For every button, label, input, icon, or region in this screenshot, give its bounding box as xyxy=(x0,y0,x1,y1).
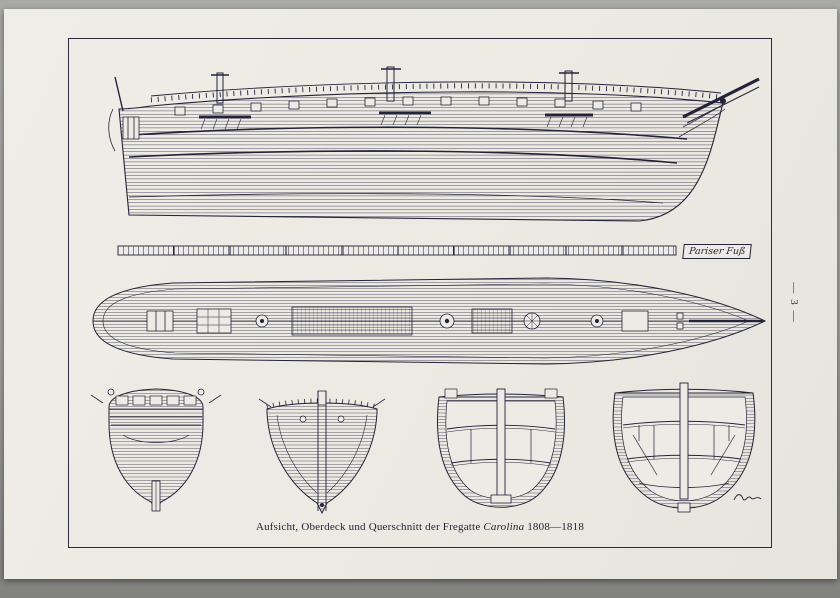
stem-post xyxy=(317,391,327,511)
scale-bar-ruler xyxy=(117,245,677,256)
caption-prefix: Aufsicht, Oberdeck und Querschnitt der F… xyxy=(255,521,484,533)
page-number-dash-top: — xyxy=(788,282,800,294)
caption-suffix: 1808—1818 xyxy=(524,521,585,533)
signature-mark xyxy=(733,494,762,501)
flagstaff xyxy=(114,76,124,112)
stern-gallery xyxy=(108,108,140,152)
page-number: — 3 — xyxy=(784,267,804,337)
midship-section-b-drawing xyxy=(612,382,756,513)
page-number-value: 3 xyxy=(788,299,800,305)
ship-profile-drawing xyxy=(108,66,760,222)
head-rails xyxy=(678,98,727,138)
plate-border-frame: Pariser Fuß xyxy=(68,38,772,548)
paper-sheet: — 3 — xyxy=(4,9,837,579)
stern-davits xyxy=(90,394,222,404)
deck-fittings xyxy=(146,306,763,336)
bow-hull-outline xyxy=(266,402,378,515)
scale-bar: Pariser Fuß xyxy=(117,243,753,259)
mast-b xyxy=(679,382,689,500)
gunport-row xyxy=(174,96,642,116)
plate-caption: Aufsicht, Oberdeck und Querschnitt der F… xyxy=(69,521,771,533)
stern-windows xyxy=(115,395,197,406)
riders xyxy=(632,434,736,476)
deck-plan-drawing xyxy=(92,277,767,365)
cap-rail xyxy=(150,81,722,97)
rail-stanchions xyxy=(150,83,722,103)
scale-unit-label: Pariser Fuß xyxy=(682,243,753,259)
stern-section-drawing xyxy=(90,388,222,512)
caption-ship-name: Carolina xyxy=(483,521,525,533)
mast xyxy=(496,388,506,498)
stern-hull-outline xyxy=(108,388,204,510)
midship-section-a-drawing xyxy=(436,388,566,508)
page-number-dash-bottom: — xyxy=(788,310,800,322)
channels xyxy=(199,111,593,130)
catheads xyxy=(258,398,386,408)
bow-section-drawing xyxy=(258,390,386,515)
